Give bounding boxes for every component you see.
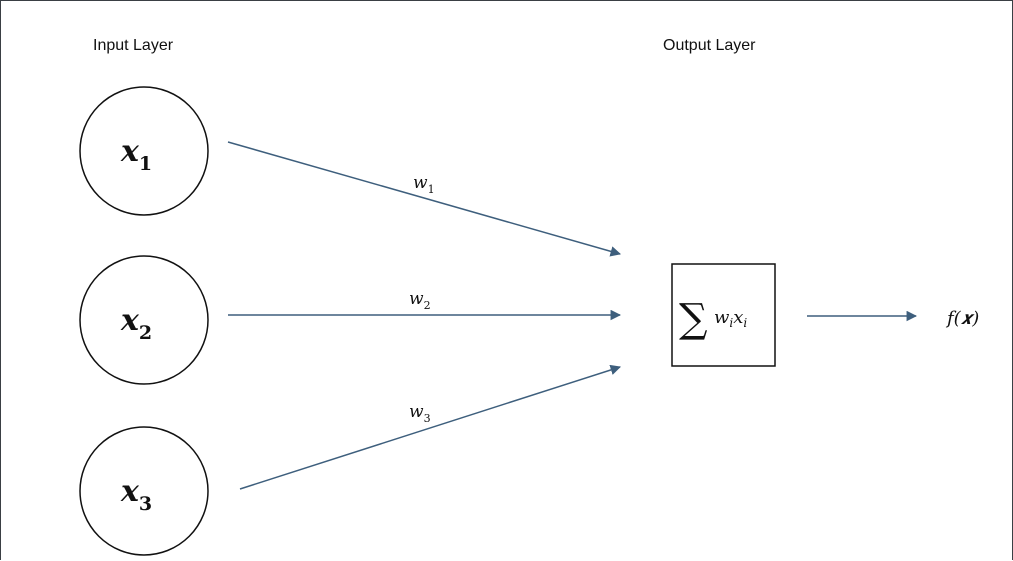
input-node-x3: x3 (79, 426, 209, 556)
input-node-x2-sub: 2 (139, 322, 152, 344)
weight-label-w3: w3 (409, 402, 431, 425)
input-node-x1: x1 (79, 86, 209, 216)
input-node-x1-sub: 1 (139, 153, 152, 175)
input-node-x2-var: x (120, 303, 140, 338)
input-layer-label: Input Layer (93, 37, 174, 54)
connection-arrow-w1 (227, 141, 622, 257)
svg-text:x3: x3 (120, 474, 152, 515)
summation-box: ∑ wixi (671, 263, 776, 367)
svg-text:x2: x2 (120, 303, 152, 344)
weight-label-w1: w1 (413, 173, 435, 196)
input-node-x1-var: x (120, 134, 140, 169)
input-node-x3-var: x (120, 474, 140, 509)
input-node-x3-sub: 3 (139, 493, 152, 515)
output-layer-label: Output Layer (663, 37, 756, 54)
connection-arrow-w3 (239, 364, 621, 490)
weight-label-w2: w2 (409, 289, 431, 312)
summation-symbol: ∑ (679, 296, 708, 342)
output-function-label: f(𝒙) (945, 308, 979, 329)
svg-text:x1: x1 (120, 134, 152, 175)
input-node-x2: x2 (79, 255, 209, 385)
summation-expression: wixi (714, 307, 747, 330)
